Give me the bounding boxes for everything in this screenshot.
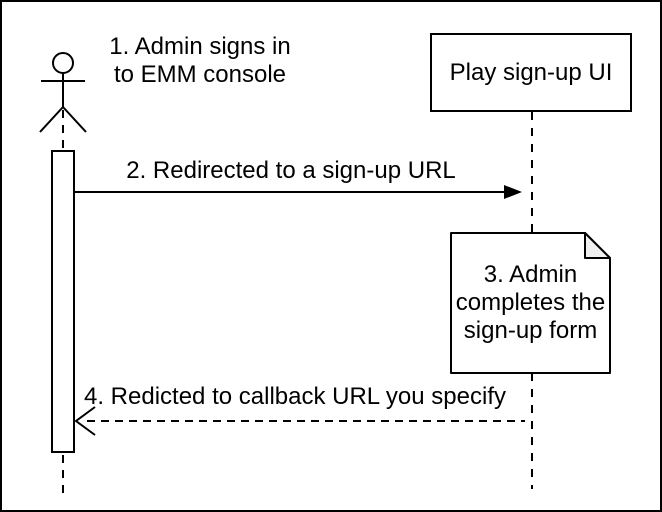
step4-open-arrowhead-icon [74, 406, 96, 436]
admin-actor-figure [39, 52, 87, 133]
ui-participant-box: Play sign-up UI [430, 33, 632, 112]
step4-label: 4. Redicted to callback URL you specify [84, 383, 506, 410]
admin-activation-bar [51, 150, 75, 453]
step1-label: 1. Admin signs in to EMM console [109, 33, 291, 88]
actor-head [52, 52, 74, 74]
actor-leg-left [39, 106, 64, 133]
actor-leg-right [62, 106, 87, 133]
step3-note-label: 3. Admin completes the sign-up form [455, 261, 606, 344]
note-shape [450, 232, 611, 374]
step2-label: 2. Redirected to a sign-up URL [126, 157, 456, 184]
ui-participant-label: Play sign-up UI [449, 58, 613, 86]
note-fold [584, 232, 611, 259]
step2-filled-arrowhead-icon [504, 185, 522, 199]
